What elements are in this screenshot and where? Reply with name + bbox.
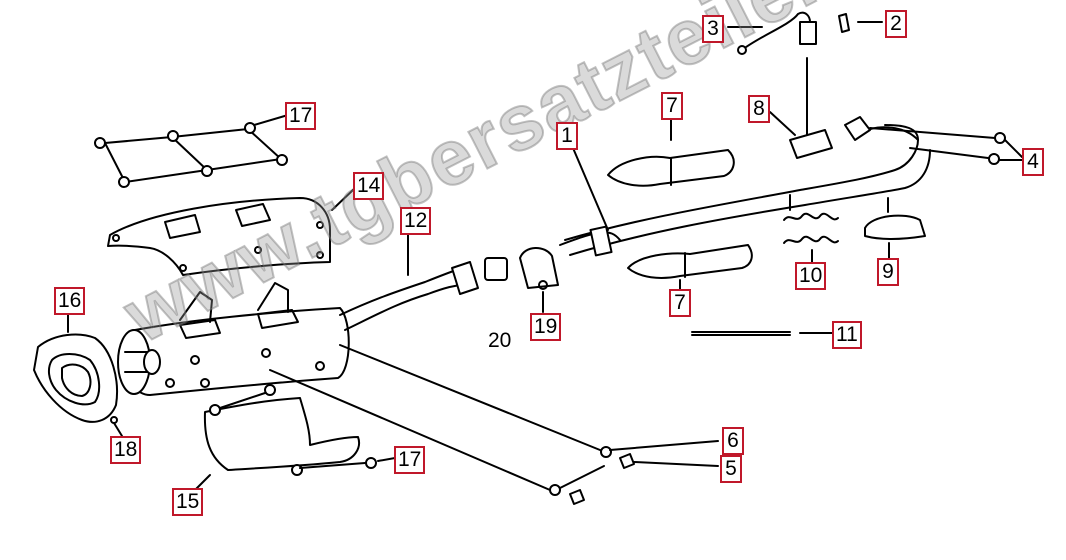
front-pipe [559,116,931,257]
sensor-boss [769,57,833,159]
callout-7-lower: 7 [669,289,691,317]
sleeve [484,257,508,281]
pipe-shield-upper [607,119,735,187]
gasket [864,197,926,259]
heat-shield-bottom [194,384,396,491]
link-pipe [339,231,479,331]
callout-19: 19 [530,313,562,341]
callout-5: 5 [720,455,742,483]
callout-2: 2 [885,10,907,38]
end-cap [33,309,123,437]
callout-17-bottom: 17 [394,446,426,474]
callout-16: 16 [54,287,86,315]
bolts-nuts [269,344,719,505]
callout-18: 18 [110,436,142,464]
callout-8: 8 [748,95,770,123]
callout-11: 11 [832,321,862,349]
callout-6: 6 [722,427,744,455]
callout-17-top: 17 [285,102,317,130]
springs [783,212,839,263]
callout-1: 1 [556,122,578,150]
callout-3: 3 [702,15,724,43]
nut-set-top [94,114,289,188]
callout-14: 14 [353,172,385,200]
rod [691,331,833,336]
callout-7-upper: 7 [661,92,683,120]
pipe-shield-lower [627,244,753,291]
pin [838,13,883,33]
callout-15: 15 [172,488,204,516]
callout-12: 12 [400,207,432,235]
callout-9: 9 [877,258,899,286]
clamp [519,247,559,313]
muffler [117,282,350,396]
oxygen-sensor [727,11,817,55]
heat-shield-top [107,187,356,276]
callout-10: 10 [795,262,827,290]
nuts-right [869,127,1023,165]
callout-4: 4 [1022,148,1044,176]
callout-20: 20 [488,329,512,352]
